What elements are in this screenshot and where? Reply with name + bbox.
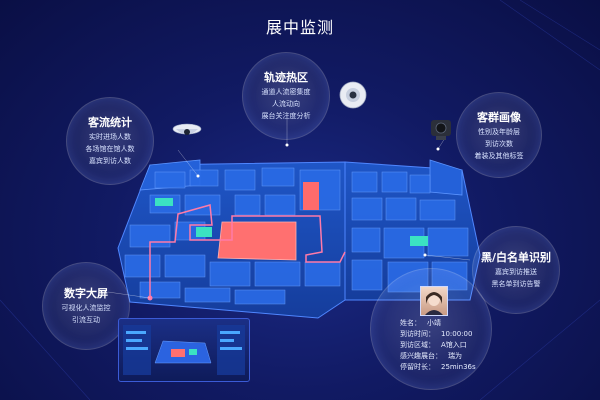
blacklist-line-1: 嘉宾到访推送 [495,268,537,276]
big-screen-line-2: 引流互动 [72,316,100,324]
hall-right-annex [429,159,463,196]
visitor-field-time: 到访时间：10:00:00 [400,330,473,338]
trajectory-line-3: 展台关注度分析 [261,112,311,120]
visitor-avatar [420,286,448,316]
visitor-field-name: 姓名：小靖 [400,319,441,327]
big-screen-line-1: 可视化人流监控 [61,304,111,312]
persona-line-1: 性别及年龄层 [478,128,520,136]
page-title: 展中监测 [265,18,334,37]
bubble-big-screen: 数字大屏 可视化人流监控 引流互动 [42,262,130,350]
trajectory-line-1: 通道人流密集度 [261,88,311,96]
bubble-blacklist: 黑/白名单识别 嘉宾到访推送 黑名单到访告警 [472,226,560,314]
highlight-rooms [155,198,428,246]
trajectory-line-2: 人流动向 [272,100,300,108]
passenger-stats-title: 客流统计 [88,116,132,129]
blacklist-line-2: 黑名单到访告警 [491,280,541,288]
dome-camera-icon [172,122,202,142]
bubble-passenger-stats: 客流统计 实时进场人数 各场馆在馆人数 嘉宾到访人数 [66,97,154,185]
box-camera-icon [428,116,456,146]
bubble-trajectory: 轨迹热区 通道人流密集度 人流动向 展台关注度分析 [242,52,330,140]
passenger-stats-line-3: 嘉宾到访人数 [89,157,131,165]
passenger-stats-line-1: 实时进场人数 [89,133,131,141]
passenger-stats-line-2: 各场馆在馆人数 [85,145,135,153]
dashboard-preview [123,325,245,375]
round-camera-icon [338,80,368,114]
visitor-profile: 姓名：小靖 到访时间：10:00:00 到访区域：A馆入口 感兴趣展台：瑞为 停… [400,318,476,373]
trajectory-route [149,204,346,298]
avatar-person-icon [425,292,443,315]
bubble-persona: 客群画像 性别及年龄层 到访次数 着装及其他标签 [456,92,542,178]
visitor-field-area: 到访区域：A馆入口 [400,341,467,349]
visitor-field-interest: 感兴趣展台：瑞为 [400,352,462,360]
trajectory-title: 轨迹热区 [264,71,308,84]
hot-zone-small [303,182,319,210]
hot-zone-main [217,221,297,261]
persona-line-3: 着装及其他标签 [474,152,524,160]
persona-line-2: 到访次数 [485,140,513,148]
visitor-field-duration: 停留时长：25min36s [400,363,476,371]
big-screen-title: 数字大屏 [64,287,108,300]
blacklist-title: 黑/白名单识别 [480,251,552,264]
big-screen-thumbnail [118,318,250,382]
persona-title: 客群画像 [477,111,521,124]
